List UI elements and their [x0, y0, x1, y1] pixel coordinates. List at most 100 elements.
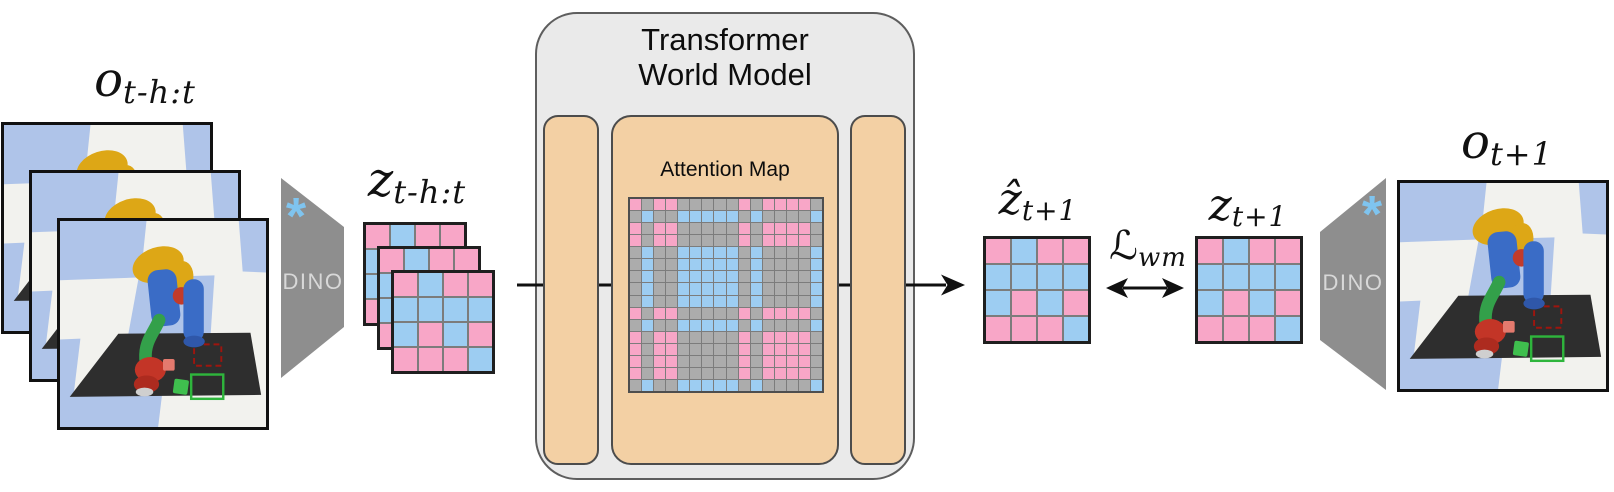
latent-cell [810, 259, 822, 271]
latent-cell [678, 307, 690, 319]
next-latent-subscript: t+1 [1231, 200, 1288, 234]
latent-cell [642, 379, 654, 391]
latent-cell [810, 211, 822, 223]
latent-cell [750, 355, 762, 367]
latent-cell [738, 223, 750, 235]
latent-cell [1224, 291, 1248, 315]
latent-cell [786, 343, 798, 355]
latent-cell [642, 211, 654, 223]
latent-cell [738, 343, 750, 355]
latent-cell [762, 211, 774, 223]
latent-cell [630, 235, 642, 247]
latent-cell [762, 295, 774, 307]
latent-cell [798, 343, 810, 355]
latent-cell [394, 323, 417, 346]
latent-cell [774, 367, 786, 379]
latent-cell [714, 355, 726, 367]
latent-cell [702, 211, 714, 223]
latent-cell [678, 331, 690, 343]
latent-cell [678, 379, 690, 391]
latent-cell [1012, 317, 1036, 341]
latent-cell [1038, 317, 1062, 341]
latent-cell [642, 283, 654, 295]
latent-cell [654, 271, 666, 283]
latent-cell [786, 331, 798, 343]
latent-cell [750, 307, 762, 319]
latent-cell [810, 247, 822, 259]
latent-cell [666, 295, 678, 307]
latent-cell [714, 307, 726, 319]
latent-cell [642, 343, 654, 355]
latent-cell [738, 259, 750, 271]
latent-cell [714, 211, 726, 223]
latent-cell [1224, 239, 1248, 263]
latent-cell [774, 319, 786, 331]
latent-cell [666, 223, 678, 235]
latent-cell [810, 331, 822, 343]
latent-cell [786, 223, 798, 235]
next-latent-label: zt+1 [1187, 184, 1309, 234]
latent-cell [714, 259, 726, 271]
latent-cell [750, 247, 762, 259]
latent-cell [714, 199, 726, 211]
latent-cell [666, 247, 678, 259]
latent-cell [1224, 265, 1248, 289]
latent-cell [798, 319, 810, 331]
latent-cell [810, 319, 822, 331]
latent-cell [774, 343, 786, 355]
latent-cell [654, 295, 666, 307]
latent-cell [786, 295, 798, 307]
latent-cell [1012, 239, 1036, 263]
latent-cell [798, 283, 810, 295]
latent-cell [798, 271, 810, 283]
latent-cell [690, 223, 702, 235]
latent-cell [986, 291, 1010, 315]
latent-cell [666, 343, 678, 355]
latent-cell [810, 307, 822, 319]
latent-cell [702, 271, 714, 283]
latent-cell [774, 331, 786, 343]
latent-cell [726, 319, 738, 331]
latent-cell [786, 247, 798, 259]
predicted-latent-grid [983, 236, 1091, 344]
latent-cell [1276, 291, 1300, 315]
latent-cell [726, 271, 738, 283]
encoder-name: DINO [283, 269, 344, 294]
latent-cell [750, 379, 762, 391]
latent-cell [738, 199, 750, 211]
latent-cell [702, 319, 714, 331]
latent-cell [654, 379, 666, 391]
latent-cell [738, 379, 750, 391]
latent-cell [678, 211, 690, 223]
latent-cell [642, 223, 654, 235]
dino-encoder-right: * DINO [1320, 178, 1386, 390]
latent-cell [678, 295, 690, 307]
predicted-latent-label: ẑt+1 [977, 178, 1099, 228]
latent-cell [986, 239, 1010, 263]
latent-cell [666, 379, 678, 391]
latent-cell [690, 211, 702, 223]
encoder-trapezoid [281, 178, 344, 378]
latent-cell [630, 295, 642, 307]
latent-cell [750, 319, 762, 331]
latent-cell [1250, 291, 1274, 315]
latent-cell [666, 319, 678, 331]
latent-cell [416, 225, 439, 248]
latent-cell [738, 247, 750, 259]
latent-cell [714, 223, 726, 235]
latent-cell [678, 343, 690, 355]
predicted-latent-base: ẑ [998, 174, 1022, 225]
latent-cell [1198, 291, 1222, 315]
latent-cell [666, 259, 678, 271]
predicted-latent-subscript: t+1 [1021, 194, 1078, 228]
latent-cell [786, 283, 798, 295]
latent-cell [666, 199, 678, 211]
latent-cell [642, 235, 654, 247]
latent-cell [774, 283, 786, 295]
latent-cell [690, 379, 702, 391]
latent-cell [642, 367, 654, 379]
latent-cell [654, 247, 666, 259]
latent-cell [642, 319, 654, 331]
latent-cell [642, 199, 654, 211]
latent-cell [654, 331, 666, 343]
